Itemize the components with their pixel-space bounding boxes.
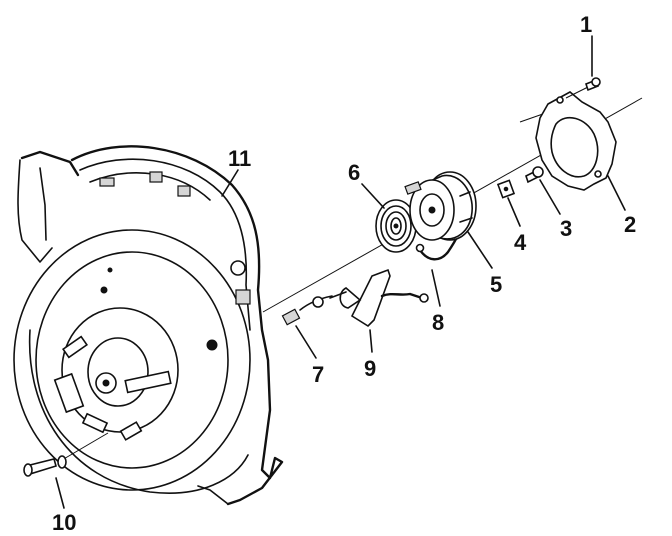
- spring-coil-3: [390, 217, 402, 235]
- housing-ring-hub: [87, 337, 149, 407]
- spring-coil-2: [385, 211, 407, 241]
- housing-face-disk: [13, 229, 251, 491]
- rope-guide-ring: [312, 296, 324, 308]
- leader-line-7: [295, 325, 317, 359]
- starter-cover-part: [535, 91, 617, 191]
- bolt-axis-line: [61, 432, 109, 461]
- leader-line-2: [607, 175, 626, 211]
- housing-rivet-top-2: [107, 267, 113, 273]
- rope-guide-body: [281, 308, 301, 326]
- leader-line-3: [539, 179, 561, 215]
- small-screw-part: [565, 77, 601, 99]
- housing-slot-upper: [62, 335, 88, 359]
- pawl-pin-dot: [503, 186, 509, 192]
- housing-boss-1: [99, 177, 115, 187]
- housing-inner-rim: [79, 158, 251, 331]
- outlet-duct-edge: [39, 167, 47, 241]
- housing-front-edge: [28, 329, 249, 494]
- screw-part: [525, 166, 544, 184]
- pawl-pin-part: [496, 179, 516, 199]
- part-label-10: 10: [52, 510, 76, 535]
- recoil-spring-part: [375, 199, 417, 253]
- part-label-6: 6: [348, 160, 360, 185]
- screw-head: [532, 166, 544, 178]
- part-label-5: 5: [490, 272, 502, 297]
- small-screw-head: [591, 77, 601, 87]
- housing-center-pin: [102, 379, 110, 387]
- housing-ring-inner: [61, 307, 179, 433]
- pulley-groove: [459, 191, 473, 223]
- pulley-center: [428, 206, 436, 214]
- part-label-8: 8: [432, 310, 444, 335]
- cover-plate-opening: [550, 116, 599, 178]
- spring-center: [393, 223, 399, 229]
- housing-ring-outer: [35, 251, 229, 469]
- leader-line-6: [361, 183, 385, 209]
- part-label-1: 1: [580, 12, 592, 37]
- handle-rope: [380, 292, 424, 300]
- spring-coil-1: [380, 205, 412, 247]
- housing-slot-lower: [81, 412, 109, 434]
- pulley-reel-part: [404, 171, 477, 241]
- leader-lines: [55, 35, 626, 509]
- rope-knot: [415, 243, 425, 253]
- housing-rivet-top: [100, 286, 108, 294]
- leader-line-11: [221, 169, 239, 197]
- handle-grip: [350, 268, 391, 328]
- pulley-pawl: [404, 181, 422, 195]
- cover-plate-outline: [535, 91, 617, 191]
- leader-line-9: [369, 329, 373, 353]
- blower-housing-part: [13, 145, 284, 506]
- housing-base-foot: [197, 485, 229, 505]
- small-screw-leader-axis: [565, 85, 591, 99]
- housing-boss-3: [177, 185, 191, 197]
- bolt-head: [23, 463, 33, 477]
- housing-rim-outline: [70, 145, 284, 506]
- leader-line-10: [55, 477, 65, 509]
- housing-slot-bottom: [119, 421, 143, 441]
- leader-line-8: [431, 269, 441, 307]
- handle-stem: [329, 291, 347, 299]
- cover-plate-hole-2: [594, 170, 602, 178]
- leader-line-4: [507, 197, 521, 227]
- part-label-7: 7: [312, 362, 324, 387]
- part-number-labels: 1 2 3 4 5 6 7 8 9 10 11: [52, 12, 636, 535]
- part-label-9: 9: [364, 356, 376, 381]
- outlet-duct-side: [17, 159, 53, 263]
- part-label-2: 2: [624, 212, 636, 237]
- cover-plate-hole-1: [556, 96, 564, 104]
- housing-boss-2: [149, 171, 163, 183]
- starter-handle-part: [329, 268, 429, 328]
- rope-guide-part: [281, 295, 333, 326]
- bolt-washer: [57, 455, 67, 469]
- housing-boss-5: [235, 289, 251, 305]
- housing-slot-left: [53, 372, 85, 414]
- part-label-11: 11: [228, 146, 251, 171]
- housing-boss-4: [230, 260, 246, 276]
- bolt-part: [23, 432, 109, 477]
- handle-rope-end: [419, 293, 429, 303]
- housing-slot-right: [124, 370, 172, 394]
- part-label-3: 3: [560, 216, 572, 241]
- part-label-4: 4: [514, 230, 527, 255]
- housing-rivet-right: [206, 339, 218, 351]
- leader-line-5: [467, 231, 493, 269]
- pulley-hub: [419, 193, 445, 227]
- outlet-duct-top: [20, 150, 80, 177]
